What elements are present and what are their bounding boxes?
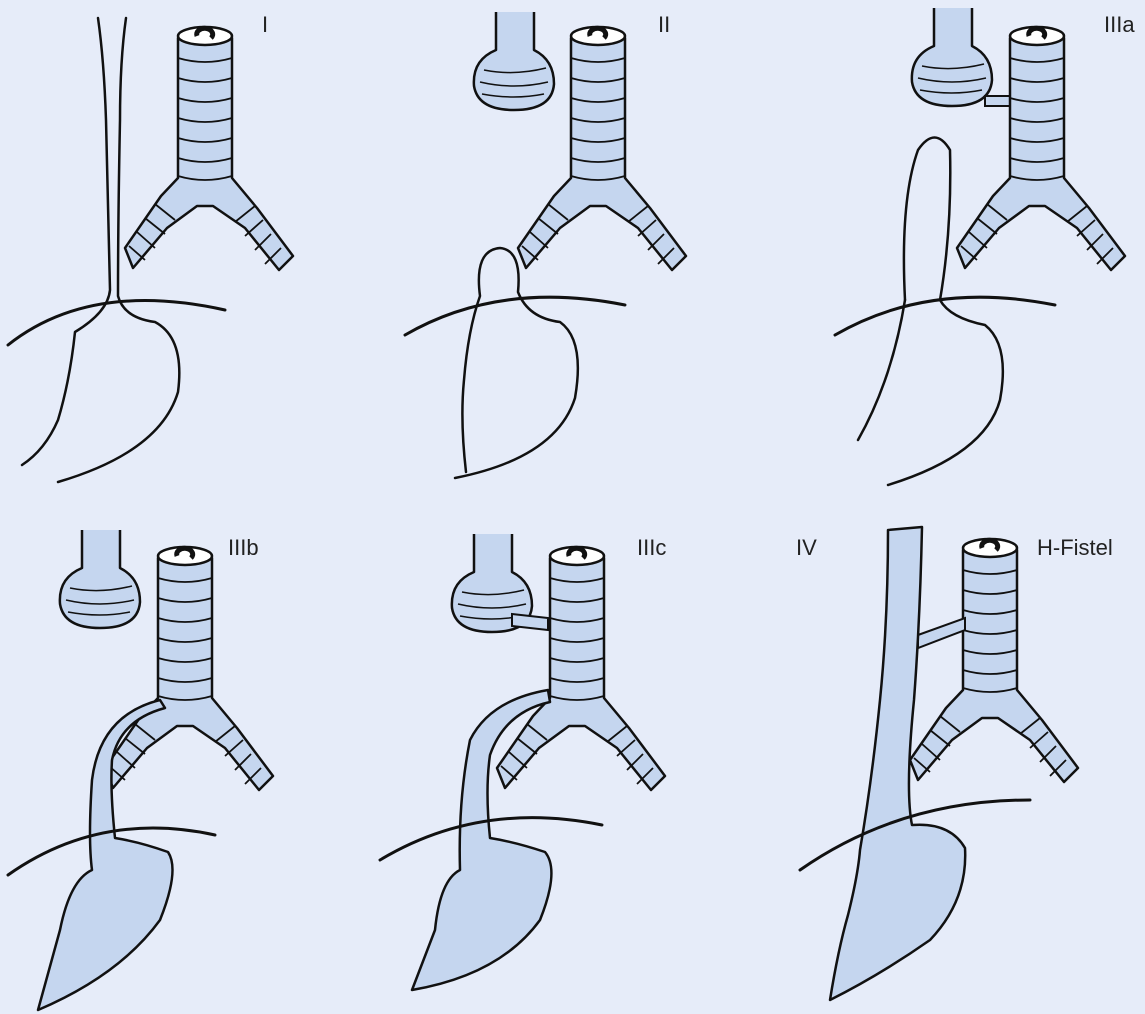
panel-label: IIIa: [1104, 12, 1135, 37]
panel-label: I: [262, 12, 268, 37]
panel-label: IV: [796, 535, 817, 560]
fistula-proximal: [512, 614, 548, 630]
panel-label: H-Fistel: [1037, 535, 1113, 560]
panel-label: II: [658, 12, 670, 37]
panel-label: IIIb: [228, 535, 259, 560]
fistula-proximal: [985, 96, 1010, 106]
panel-label: IIIc: [637, 535, 666, 560]
